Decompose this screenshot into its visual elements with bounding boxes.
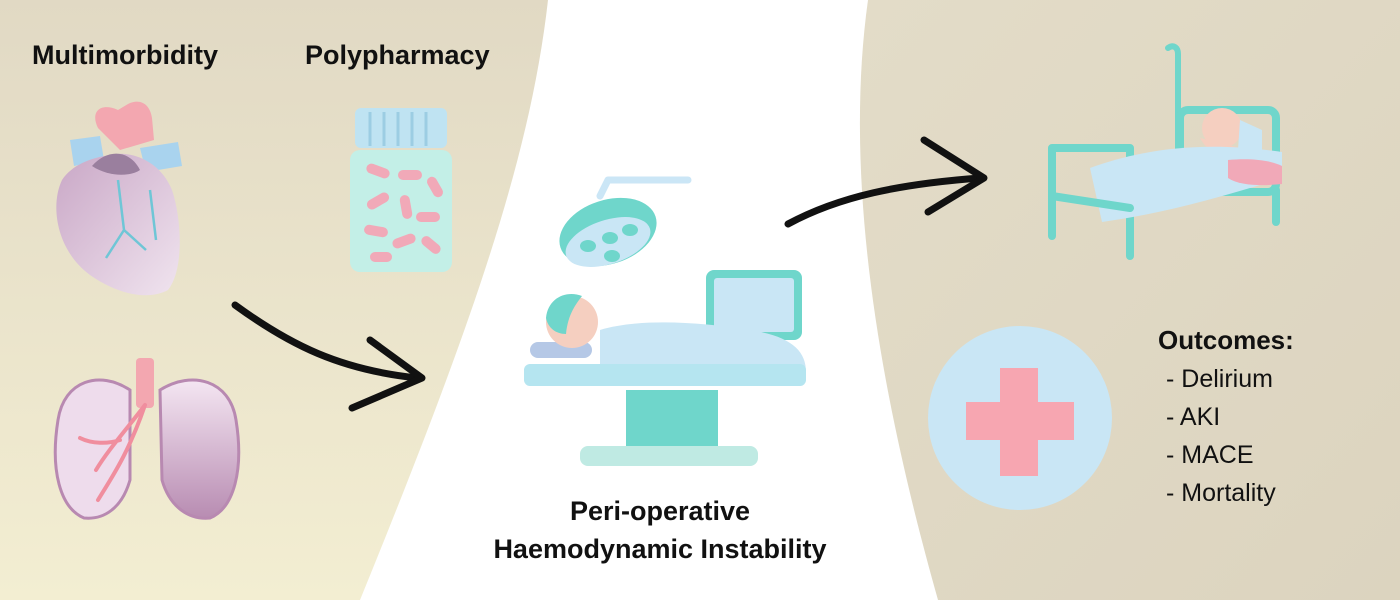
surgical-lamp-icon xyxy=(559,176,692,267)
center-caption: Peri-operative Haemodynamic Instability xyxy=(450,492,870,568)
outcome-item: - Delirium xyxy=(1166,365,1273,393)
pill-bottle-icon xyxy=(350,108,452,272)
outcome-item: - AKI xyxy=(1166,403,1221,431)
multimorbidity-label: Multimorbidity xyxy=(32,40,218,70)
polypharmacy-label: Polypharmacy xyxy=(305,40,490,70)
right-background-panel xyxy=(859,0,1400,600)
outcomes-list: Outcomes: - Delirium - AKI - MACE - Mort… xyxy=(1158,325,1294,512)
outcomes-title: Outcomes: xyxy=(1158,325,1294,355)
outcome-item: - Mortality xyxy=(1166,479,1276,507)
arrow-to-surgery xyxy=(231,301,426,412)
heart-icon xyxy=(56,101,182,296)
arrow-to-outcomes xyxy=(784,136,988,228)
center-caption-line1: Peri-operative xyxy=(569,496,751,526)
lungs-icon xyxy=(53,358,241,520)
outcome-item: - MACE xyxy=(1166,441,1254,469)
patient-on-table-icon xyxy=(524,294,806,466)
hospital-bed-icon xyxy=(1048,43,1282,260)
center-caption-line2: Haemodynamic Instability xyxy=(493,534,827,564)
medical-cross-icon xyxy=(928,326,1112,510)
